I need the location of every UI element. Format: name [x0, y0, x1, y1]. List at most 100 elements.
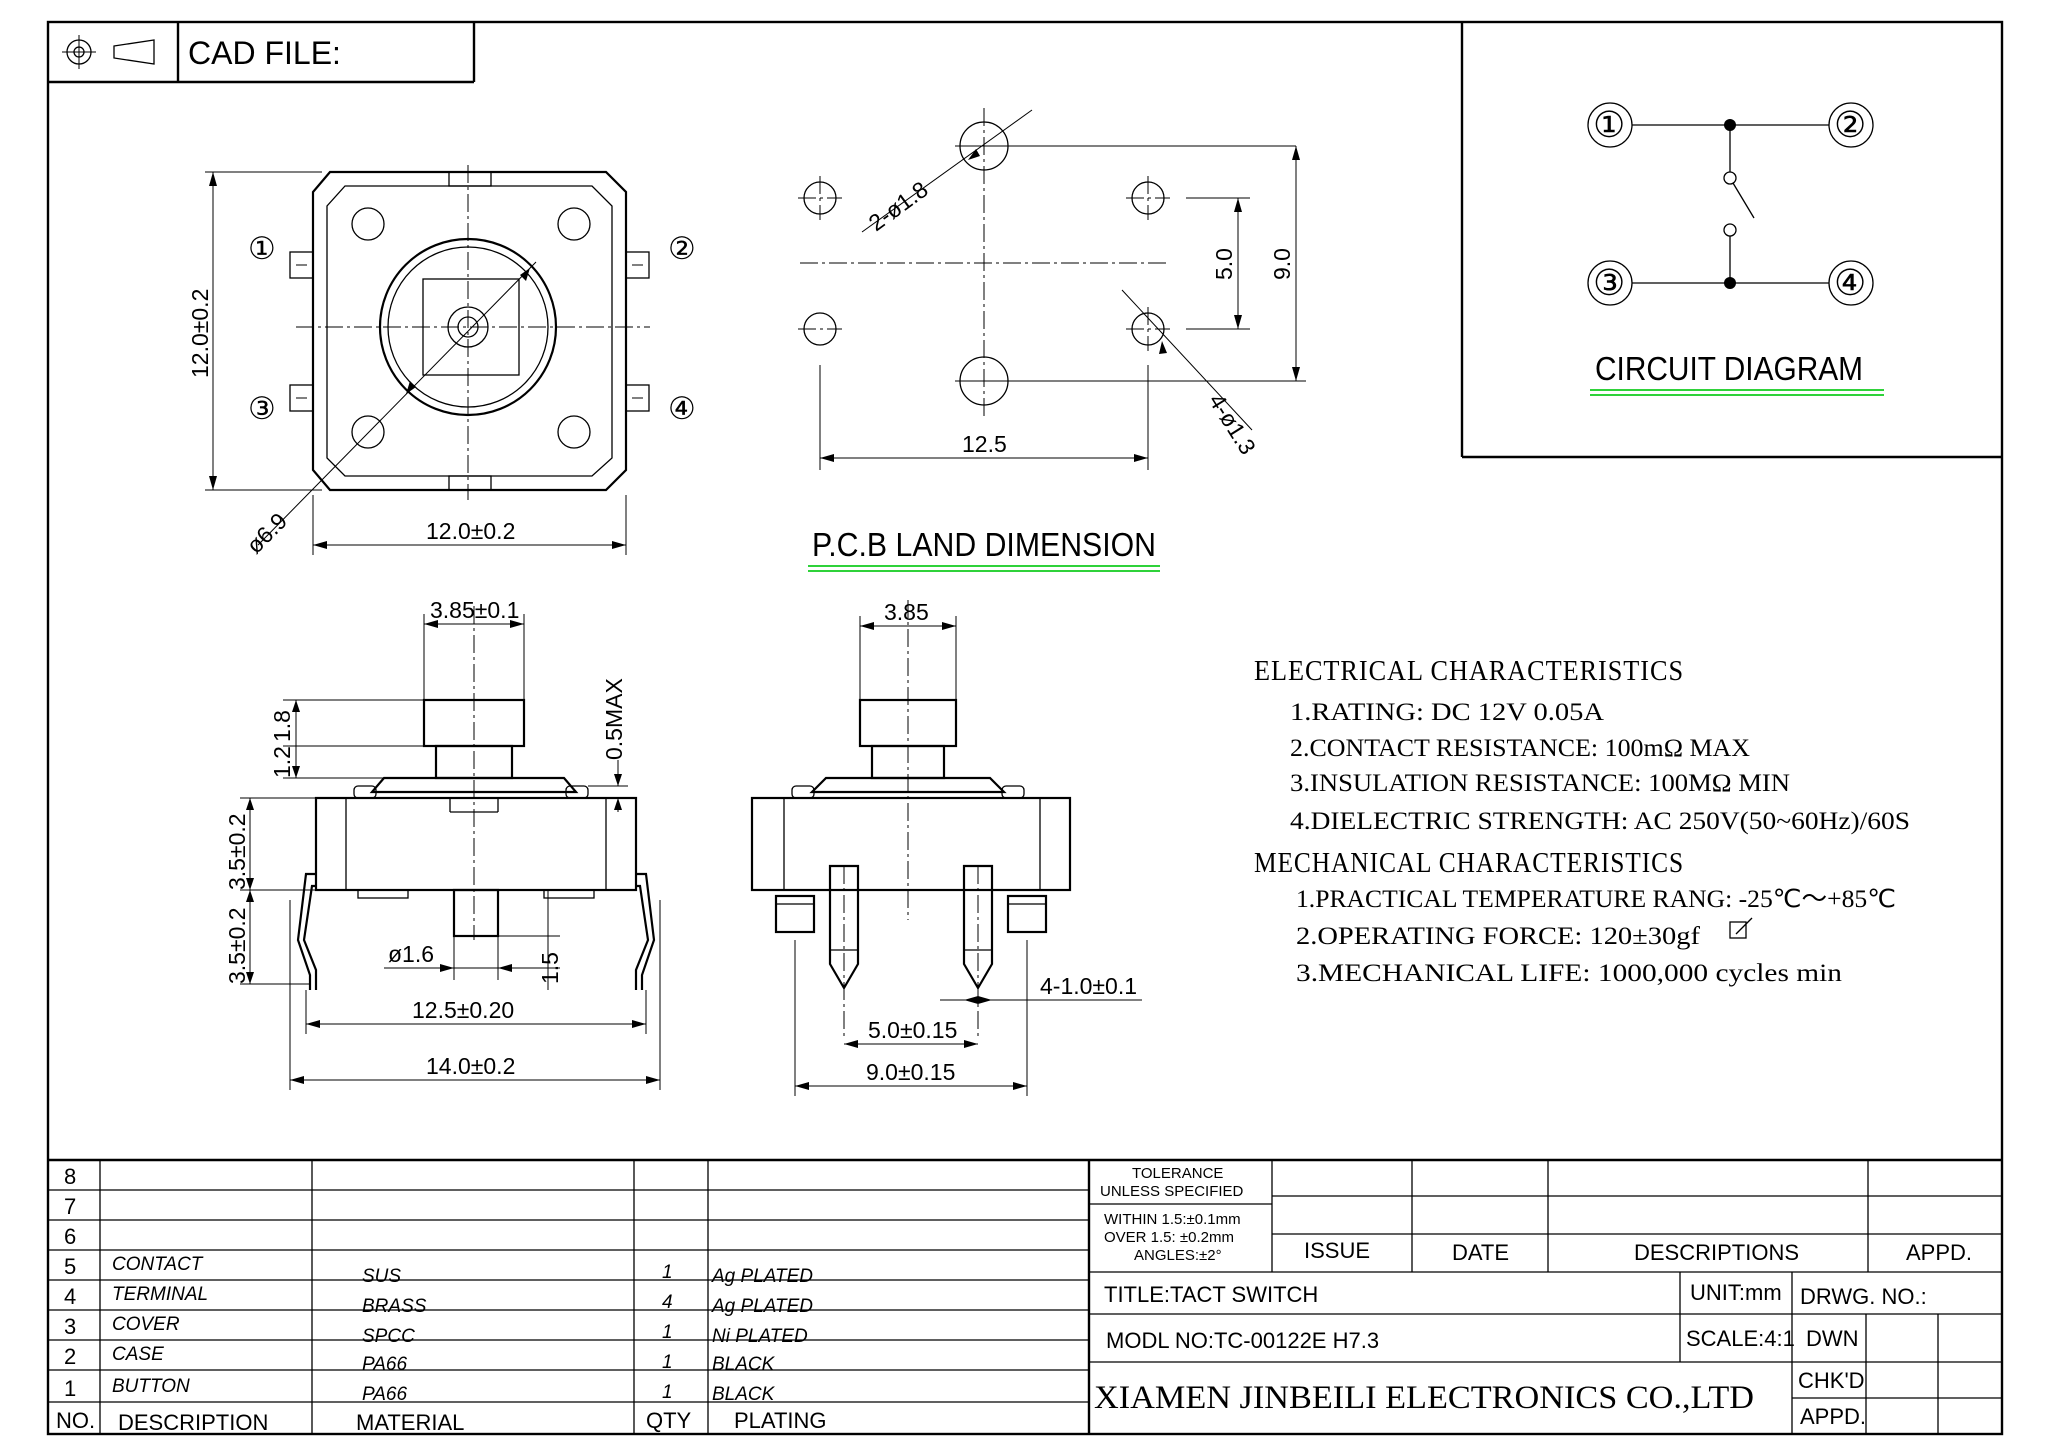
tolerance-line-4: OVER 1.5: ±0.2mm	[1104, 1229, 1234, 1246]
circuit-pin-3: ③	[1593, 262, 1625, 303]
side-dim-0-5max: 0.5MAX	[601, 678, 627, 760]
date-header: DATE	[1452, 1240, 1509, 1265]
side-dim-top: 3.85±0.1	[430, 597, 519, 623]
bom-plating-5: Ag PLATED	[711, 1266, 813, 1287]
scale-label: SCALE:4:1	[1686, 1326, 1795, 1351]
circuit-pin-4: ④	[1834, 262, 1866, 303]
top-dim-height: 12.0±0.2	[187, 289, 213, 378]
side-dim-12-5: 12.5±0.20	[412, 997, 514, 1023]
circuit-pin-2: ②	[1834, 104, 1866, 145]
bom-qty-5: 1	[662, 1262, 673, 1283]
electrical-title: ELECTRICAL CHARACTERISTICS	[1254, 656, 1684, 687]
bom-no-1: 1	[64, 1376, 76, 1401]
bom-table: 8 7 6 5 CONTACT SUS 1 Ag PLATED 4 TERMIN…	[48, 1158, 2002, 1435]
side-dim-1-5: 1.5	[537, 952, 563, 984]
bom-no-3: 3	[64, 1314, 76, 1339]
top-pin-3: ③	[248, 391, 276, 426]
tolerance-line-5: ANGLES:±2°	[1134, 1247, 1222, 1264]
pcb-dim-9: 9.0	[1269, 248, 1295, 280]
bom-plating-4: Ag PLATED	[711, 1296, 813, 1317]
mechanical-item-2: 2.OPERATING FORCE: 120±30gf	[1296, 923, 1701, 950]
company-name: XIAMEN JINBEILI ELECTRONICS CO.,LTD	[1094, 1380, 1754, 1416]
chkd-label: CHK'D	[1798, 1368, 1865, 1393]
bom-no-2: 2	[64, 1344, 76, 1369]
pcb-dim-large-holes: 2-ø1.8	[864, 176, 933, 236]
top-dim-width: 12.0±0.2	[426, 518, 515, 544]
bom-no-4: 4	[64, 1284, 76, 1309]
unit-label: UNIT:mm	[1690, 1280, 1782, 1305]
bom-header-plating: PLATING	[734, 1408, 827, 1433]
appd-header: APPD.	[1906, 1240, 1972, 1265]
side-dim-14: 14.0±0.2	[426, 1053, 515, 1079]
bom-mat-1: PA66	[362, 1384, 408, 1405]
top-pin-2: ②	[668, 231, 696, 266]
model-number: MODL NO:TC-00122E H7.3	[1106, 1328, 1379, 1353]
checkmark-icon	[1729, 917, 1753, 939]
cad-file-label: CAD FILE:	[188, 35, 341, 71]
mechanical-item-1: 1.PRACTICAL TEMPERATURE RANG: -25℃～+85℃	[1296, 886, 1896, 913]
mechanical-item-3: 3.MECHANICAL LIFE: 1000,000 cycles min	[1296, 960, 1843, 987]
front-dim-top: 3.85	[884, 599, 929, 625]
top-view: ① ② ③ ④ 12.0±0.2 12.0±0.2 ø6.9	[187, 165, 696, 559]
bom-qty-3: 1	[662, 1322, 673, 1343]
bom-mat-3: SPCC	[362, 1326, 415, 1347]
front-dim-5: 5.0±0.15	[868, 1017, 957, 1043]
pcb-dim-small-holes: 4-ø1.3	[1204, 389, 1261, 459]
circuit-pin-1: ①	[1593, 104, 1625, 145]
pcb-title: P.C.B LAND DIMENSION	[812, 526, 1156, 563]
front-view: 3.85 4-1.0±0.1 5.0±0.15 9.0±0.15	[750, 599, 1142, 1096]
bom-no-7: 7	[64, 1194, 76, 1219]
pcb-dim-12-5: 12.5	[962, 431, 1007, 457]
top-dim-diameter: ø6.9	[241, 508, 292, 559]
front-dim-9: 9.0±0.15	[866, 1059, 955, 1085]
pcb-land-view: 5.0 9.0 12.5 2-ø1.8 4-ø1.3 P.C.B LAND DI…	[798, 108, 1306, 572]
front-dim-pin: 4-1.0±0.1	[1040, 973, 1137, 999]
side-dim-3-5-lower: 3.5±0.2	[224, 907, 250, 984]
side-dim-phi16: ø1.6	[388, 941, 434, 967]
bom-qty-2: 1	[662, 1352, 673, 1373]
drawing-title: TITLE:TACT SWITCH	[1104, 1282, 1318, 1307]
bom-header-no: NO.	[56, 1408, 95, 1433]
descriptions-header: DESCRIPTIONS	[1634, 1240, 1799, 1265]
issue-header: ISSUE	[1304, 1238, 1370, 1263]
tolerance-line-3: WITHIN 1.5:±0.1mm	[1104, 1211, 1241, 1228]
sheet-border	[46, 20, 2004, 1436]
side-view: 3.85±0.1 1.8 1.2 0.5MAX 3.5±0.2 3.5±0.2	[224, 597, 661, 1090]
drwg-no-label: DRWG. NO.:	[1800, 1284, 1927, 1309]
mechanical-title: MECHANICAL CHARACTERISTICS	[1254, 848, 1684, 879]
tolerance-line-2: UNLESS SPECIFIED	[1100, 1183, 1244, 1200]
top-pin-4: ④	[668, 391, 696, 426]
bom-qty-4: 4	[662, 1292, 673, 1313]
bom-header-description: DESCRIPTION	[118, 1410, 268, 1435]
top-pin-1: ①	[248, 231, 276, 266]
bom-desc-1: BUTTON	[112, 1376, 190, 1397]
bom-mat-4: BRASS	[362, 1296, 427, 1317]
side-dim-1-2: 1.2	[269, 746, 295, 778]
header-box: CAD FILE:	[48, 22, 476, 84]
electrical-item-2: 2.CONTACT RESISTANCE: 100mΩ MAX	[1290, 735, 1750, 762]
third-angle-projection-icon	[62, 35, 155, 69]
bom-no-6: 6	[64, 1224, 76, 1249]
bom-plating-3: Ni PLATED	[712, 1326, 808, 1347]
bom-desc-5: CONTACT	[112, 1254, 204, 1275]
bom-desc-2: CASE	[112, 1344, 164, 1365]
bom-header-qty: QTY	[646, 1408, 692, 1433]
side-dim-1-8: 1.8	[269, 710, 295, 742]
bom-mat-5: SUS	[362, 1266, 401, 1287]
electrical-item-1: 1.RATING: DC 12V 0.05A	[1290, 699, 1604, 726]
bom-plating-1: BLACK	[712, 1384, 776, 1405]
pcb-dim-5: 5.0	[1211, 248, 1237, 280]
side-dim-3-5-upper: 3.5±0.2	[224, 813, 250, 890]
electrical-item-4: 4.DIELECTRIC STRENGTH: AC 250V(50~60Hz)/…	[1290, 808, 1910, 835]
title-block: TOLERANCE UNLESS SPECIFIED WITHIN 1.5:±0…	[1089, 1160, 2002, 1434]
bom-desc-4: TERMINAL	[112, 1284, 208, 1305]
specifications: ELECTRICAL CHARACTERISTICS 1.RATING: DC …	[1254, 656, 1910, 987]
bom-plating-2: BLACK	[712, 1354, 776, 1375]
circuit-title: CIRCUIT DIAGRAM	[1595, 350, 1863, 387]
bom-desc-3: COVER	[112, 1314, 180, 1335]
dwn-label: DWN	[1806, 1326, 1859, 1351]
bom-no-8: 8	[64, 1164, 76, 1189]
electrical-item-3: 3.INSULATION RESISTANCE: 100MΩ MIN	[1290, 770, 1790, 797]
circuit-diagram-box: ① ② ③ ④ CIRCUIT DIAGRAM	[1460, 22, 2002, 459]
